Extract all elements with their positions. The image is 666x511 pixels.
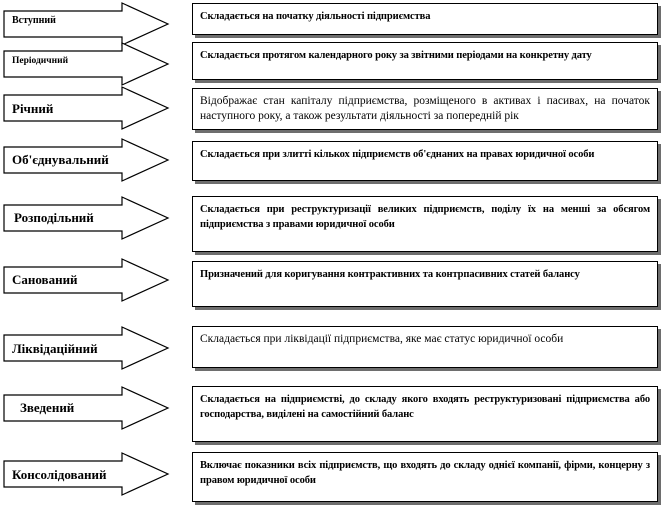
arrow-label: Об'єднувальний bbox=[12, 152, 109, 167]
description-box: Призначений для коригування контрактивни… bbox=[192, 261, 658, 307]
description-box: Відображає стан капіталу підприємства, р… bbox=[192, 88, 658, 130]
arrow-label: Періодичний bbox=[12, 56, 69, 66]
arrow-shape bbox=[3, 138, 170, 182]
arrow-label: Зведений bbox=[20, 400, 75, 415]
arrow-label: Ліквідаційний bbox=[12, 341, 98, 356]
arrow-shape bbox=[3, 2, 170, 46]
description-box: Складається при реструктуризації великих… bbox=[192, 196, 658, 252]
arrow-label: Консолідований bbox=[12, 467, 107, 482]
arrow-label: Річний bbox=[12, 101, 54, 116]
description-box: Складається при ліквідації підприємства,… bbox=[192, 326, 658, 368]
description-box: Складається на початку діяльності підпри… bbox=[192, 3, 658, 35]
description-box: Складається при злитті кількох підприємс… bbox=[192, 141, 658, 181]
arrow-label: Санований bbox=[12, 272, 78, 287]
arrow-shape bbox=[3, 452, 170, 496]
arrow-label: Вступний bbox=[12, 15, 56, 26]
arrow-shape bbox=[3, 86, 170, 130]
description-box: Складається протягом календарного року з… bbox=[192, 42, 658, 80]
arrow-shape bbox=[3, 326, 170, 370]
description-box: Включає показники всіх підприємств, що в… bbox=[192, 452, 658, 502]
arrow-shape bbox=[3, 42, 170, 86]
arrow-label: Розподільний bbox=[14, 210, 94, 225]
arrow-shape bbox=[3, 196, 170, 240]
description-box: Складається на підприємстві, до складу я… bbox=[192, 386, 658, 442]
arrow-shape bbox=[3, 258, 170, 302]
arrow-shape bbox=[3, 386, 170, 430]
